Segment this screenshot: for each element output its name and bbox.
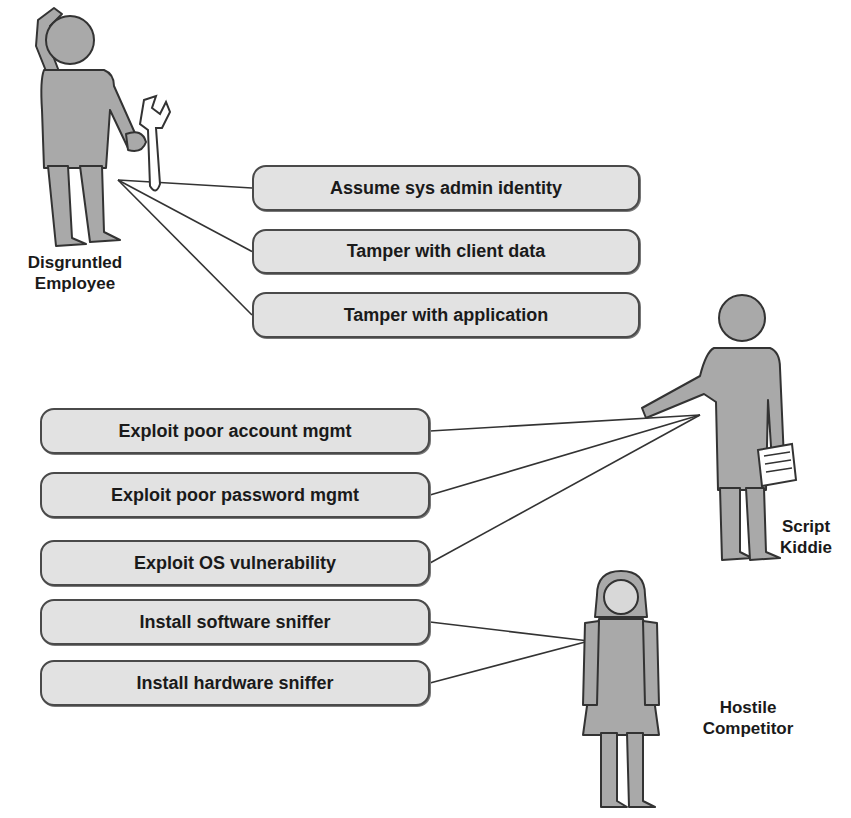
use-case-box: Exploit poor account mgmt [40,408,430,454]
use-case-label: Install hardware sniffer [122,673,347,694]
use-case-label: Assume sys admin identity [316,178,576,199]
use-case-box: Tamper with client data [252,229,640,274]
association-line [118,180,252,315]
association-line [430,415,700,563]
association-line [118,180,252,252]
association-line [430,415,700,495]
use-case-label: Tamper with application [330,305,563,326]
actor-illustration [575,565,805,815]
use-case-label: Tamper with client data [333,241,560,262]
use-case-box: Install software sniffer [40,599,430,645]
use-case-label: Exploit OS vulnerability [120,553,350,574]
use-case-label: Install software sniffer [125,612,344,633]
association-line [430,622,589,641]
use-case-label: Exploit poor account mgmt [104,421,365,442]
association-line [118,180,252,188]
actor-figure: Script Kiddie [640,290,845,575]
actor-figure: Disgruntled Employee [10,0,185,320]
use-case-box: Install hardware sniffer [40,660,430,706]
actor-label: Script Kiddie [768,516,844,558]
actor-figure: Hostile Competitor [575,565,805,815]
use-case-box: Tamper with application [252,292,640,338]
use-case-box: Exploit OS vulnerability [40,540,430,586]
association-line [430,641,589,683]
use-case-label: Exploit poor password mgmt [97,485,373,506]
use-case-box: Exploit poor password mgmt [40,472,430,518]
use-case-box: Assume sys admin identity [252,165,640,211]
actor-label: Hostile Competitor [693,697,803,739]
association-line [430,415,700,431]
actor-label: Disgruntled Employee [10,252,140,294]
